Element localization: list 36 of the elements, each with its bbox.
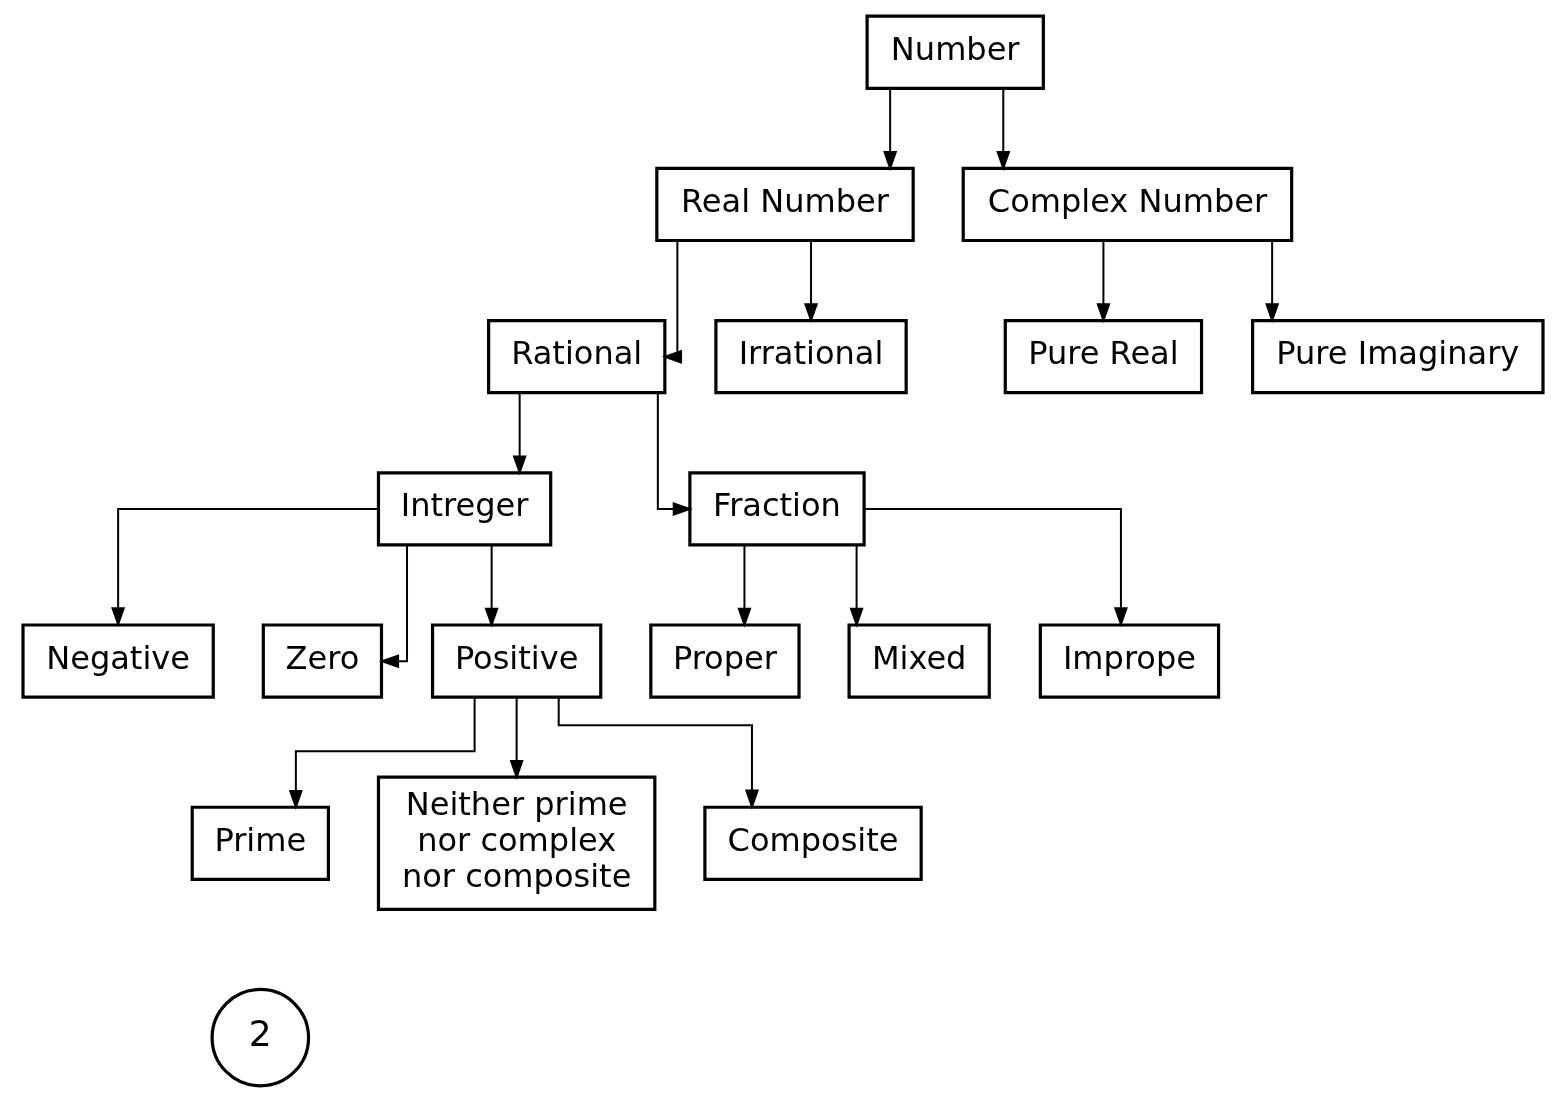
arrow — [288, 696, 476, 810]
arrow — [379, 543, 408, 669]
node-box: Pure Imaginary — [1251, 319, 1545, 395]
arrow — [863, 508, 1128, 628]
arrow — [1265, 239, 1280, 324]
arrow — [662, 239, 683, 364]
arrow — [804, 239, 819, 324]
node-box: Intreger — [376, 471, 553, 547]
node-box: Imprope — [1038, 623, 1221, 699]
arrow — [557, 696, 759, 810]
node-box: Negative — [21, 623, 215, 699]
arrow — [883, 87, 898, 172]
arrow — [1096, 239, 1111, 324]
label: 2 — [248, 1013, 272, 1055]
arrow — [996, 87, 1011, 172]
node-box: Rational — [487, 319, 667, 395]
node-box: Positive — [430, 623, 603, 699]
arrow — [484, 543, 499, 628]
arrow — [509, 696, 524, 780]
node-box: Pure Real — [1003, 319, 1204, 395]
node-box: Composite — [703, 805, 923, 881]
node-box: Proper — [649, 623, 801, 699]
node-box: Number — [865, 14, 1045, 90]
arrow — [512, 391, 527, 476]
node-box: Mixed — [847, 623, 991, 699]
node-box: Neither prime nor complex nor composite — [376, 775, 657, 911]
node-box: Complex Number — [961, 166, 1294, 243]
node-box: Fraction — [688, 471, 866, 547]
arrow — [737, 543, 752, 628]
arrow — [656, 391, 693, 517]
node-box: Zero — [261, 623, 384, 699]
node-box: Prime — [190, 805, 330, 881]
arrow — [111, 508, 380, 628]
node-box: Irrational — [714, 319, 908, 395]
arrow — [849, 543, 864, 628]
node-box: Real Number — [655, 166, 915, 243]
